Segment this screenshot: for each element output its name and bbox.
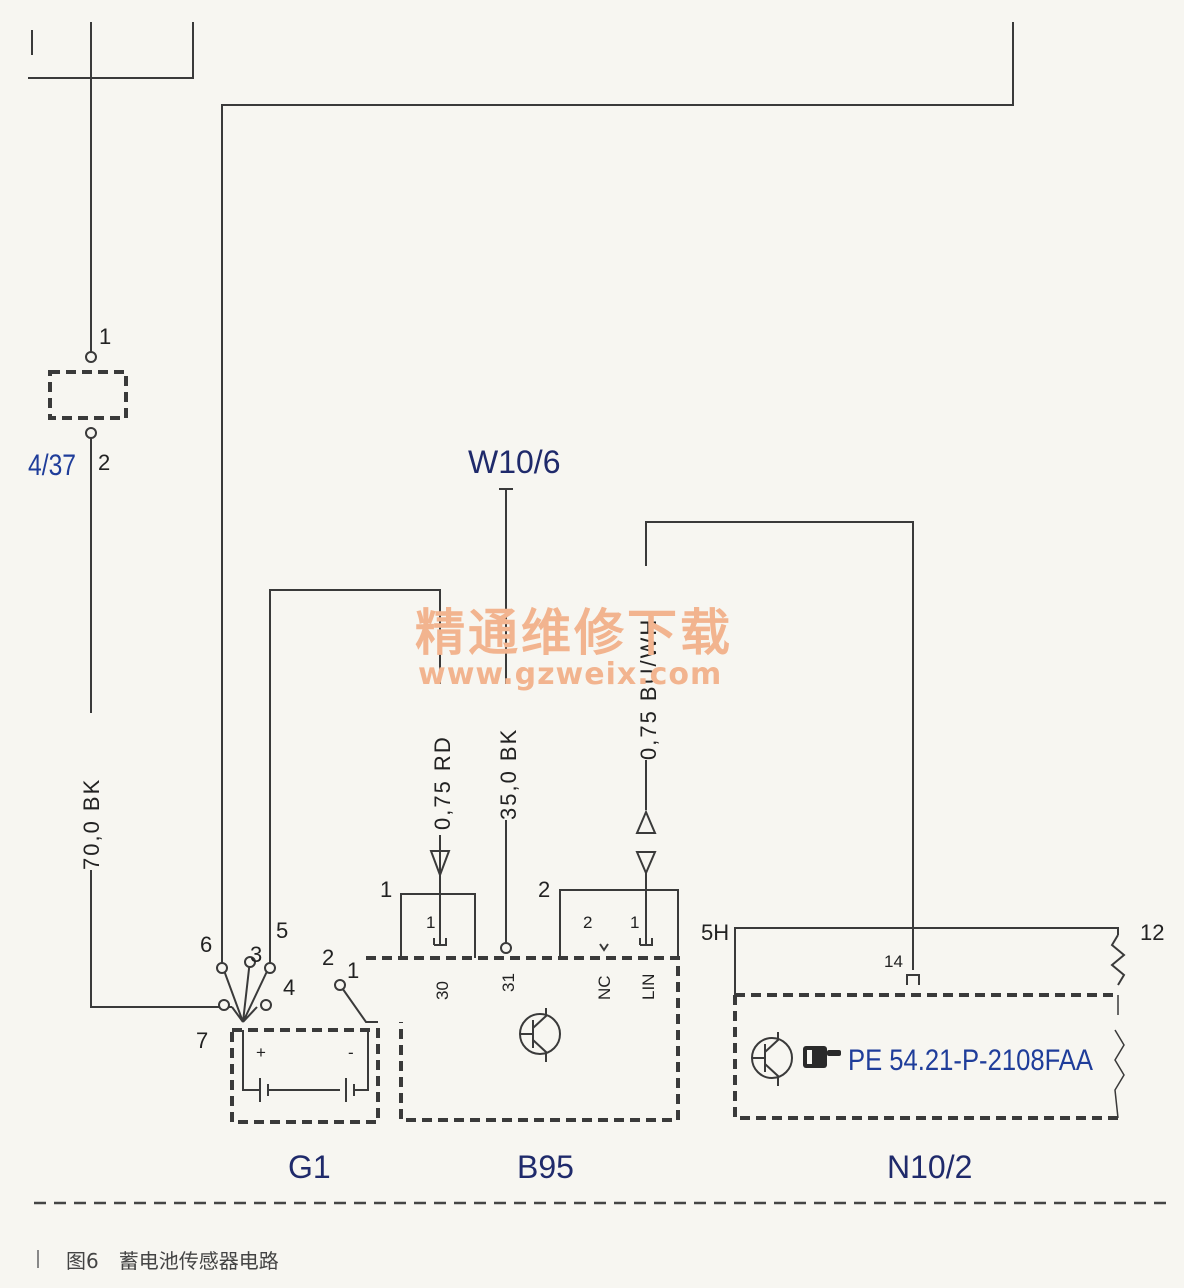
n10-2-pin-5h: 5H — [701, 920, 729, 945]
b95-pin-31-name: 31 — [499, 973, 518, 992]
watermark-title: 精通维修下载 — [415, 604, 733, 662]
b95-pin-30-name: 30 — [433, 981, 452, 1000]
b95-pin-30-marker — [433, 880, 447, 946]
b95-pin-31-marker — [500, 942, 512, 954]
fuse-pin-bottom-label: 2 — [98, 450, 110, 475]
g1-pin-3: 3 — [250, 942, 262, 967]
b95-box — [366, 956, 680, 1122]
g1-switch-pin — [334, 979, 346, 991]
fuse-pin-top-label: 1 — [99, 324, 111, 349]
b95-pin-nc-name: NC — [595, 975, 614, 1000]
n10-2-label: N10/2 — [887, 1149, 972, 1185]
b95-pin-nc-number: 2 — [583, 913, 592, 932]
wire-35-bk-label: 35,0 BK — [496, 728, 521, 820]
figure-caption: 图6 蓄电池传感器电路 — [66, 1249, 279, 1273]
b95-pin-30-number: 1 — [426, 913, 435, 932]
b95-pin-nc-marker — [599, 943, 609, 952]
b95-bracket-1-label: 1 — [380, 877, 392, 902]
wire-075-buwh-label: 0,75 BU/WH — [636, 618, 661, 760]
wire-70-bk — [90, 22, 232, 1008]
top-left-frame — [28, 22, 194, 79]
g1-pin-1: 1 — [347, 958, 359, 983]
wire-075-buwh — [645, 521, 914, 970]
fuse-box — [48, 370, 128, 420]
b95-pin-lin-marker — [639, 890, 653, 946]
n10-2-feed-wire — [734, 927, 1119, 1000]
g1-minus: - — [348, 1043, 354, 1062]
wire-075-rd-label: 0,75 RD — [430, 735, 455, 830]
watermark-url: www.gzweix.com — [418, 657, 722, 692]
b95-transistor-symbol — [519, 1008, 561, 1062]
n10-2-break — [1110, 934, 1126, 986]
b95-bracket-2 — [559, 889, 679, 958]
n10-2-transistor-symbol — [751, 1032, 793, 1086]
w10-6-label: W10/6 — [468, 444, 560, 480]
n10-2-pin-14: 14 — [884, 952, 903, 971]
b95-bracket-2-label: 2 — [538, 877, 550, 902]
b95-pin-lin-name: LIN — [639, 974, 658, 1000]
fuse-pin-top — [85, 351, 97, 363]
left-ref-label: 4/37 — [28, 449, 76, 482]
g1-pin-5: 5 — [276, 918, 288, 943]
g1-switch — [339, 984, 378, 1023]
n10-2-pin-right: 12 — [1140, 920, 1164, 945]
g1-label: G1 — [288, 1149, 331, 1185]
n10-2-box-break — [1114, 995, 1125, 1119]
g1-pin-2: 2 — [322, 945, 334, 970]
wire-70-bk-label: 70,0 BK — [79, 778, 104, 870]
reference-text: PE 54.21-P-2108FAA — [848, 1044, 1093, 1077]
b95-label: B95 — [517, 1149, 574, 1185]
fuse-pin-bottom — [85, 427, 97, 439]
g1-pin-fan — [216, 956, 276, 1023]
b95-pin-lin-number: 1 — [630, 913, 639, 932]
g1-plus: + — [256, 1043, 266, 1062]
b95-bracket-1 — [400, 893, 476, 958]
rd-connector-arrow — [429, 850, 451, 878]
g1-pin-7: 7 — [196, 1028, 208, 1053]
g1-pin-6: 6 — [200, 932, 212, 957]
buwh-connector-arrows — [635, 809, 657, 876]
g1-battery-symbol — [242, 1030, 369, 1102]
n10-2-box — [733, 993, 1118, 1120]
n10-2-pin-14-marker — [906, 974, 920, 985]
reference-hand-icon — [803, 1046, 841, 1068]
wire-g1-6-top — [221, 22, 1014, 965]
g1-pin-4: 4 — [283, 975, 295, 1000]
g1-box — [230, 1028, 380, 1124]
